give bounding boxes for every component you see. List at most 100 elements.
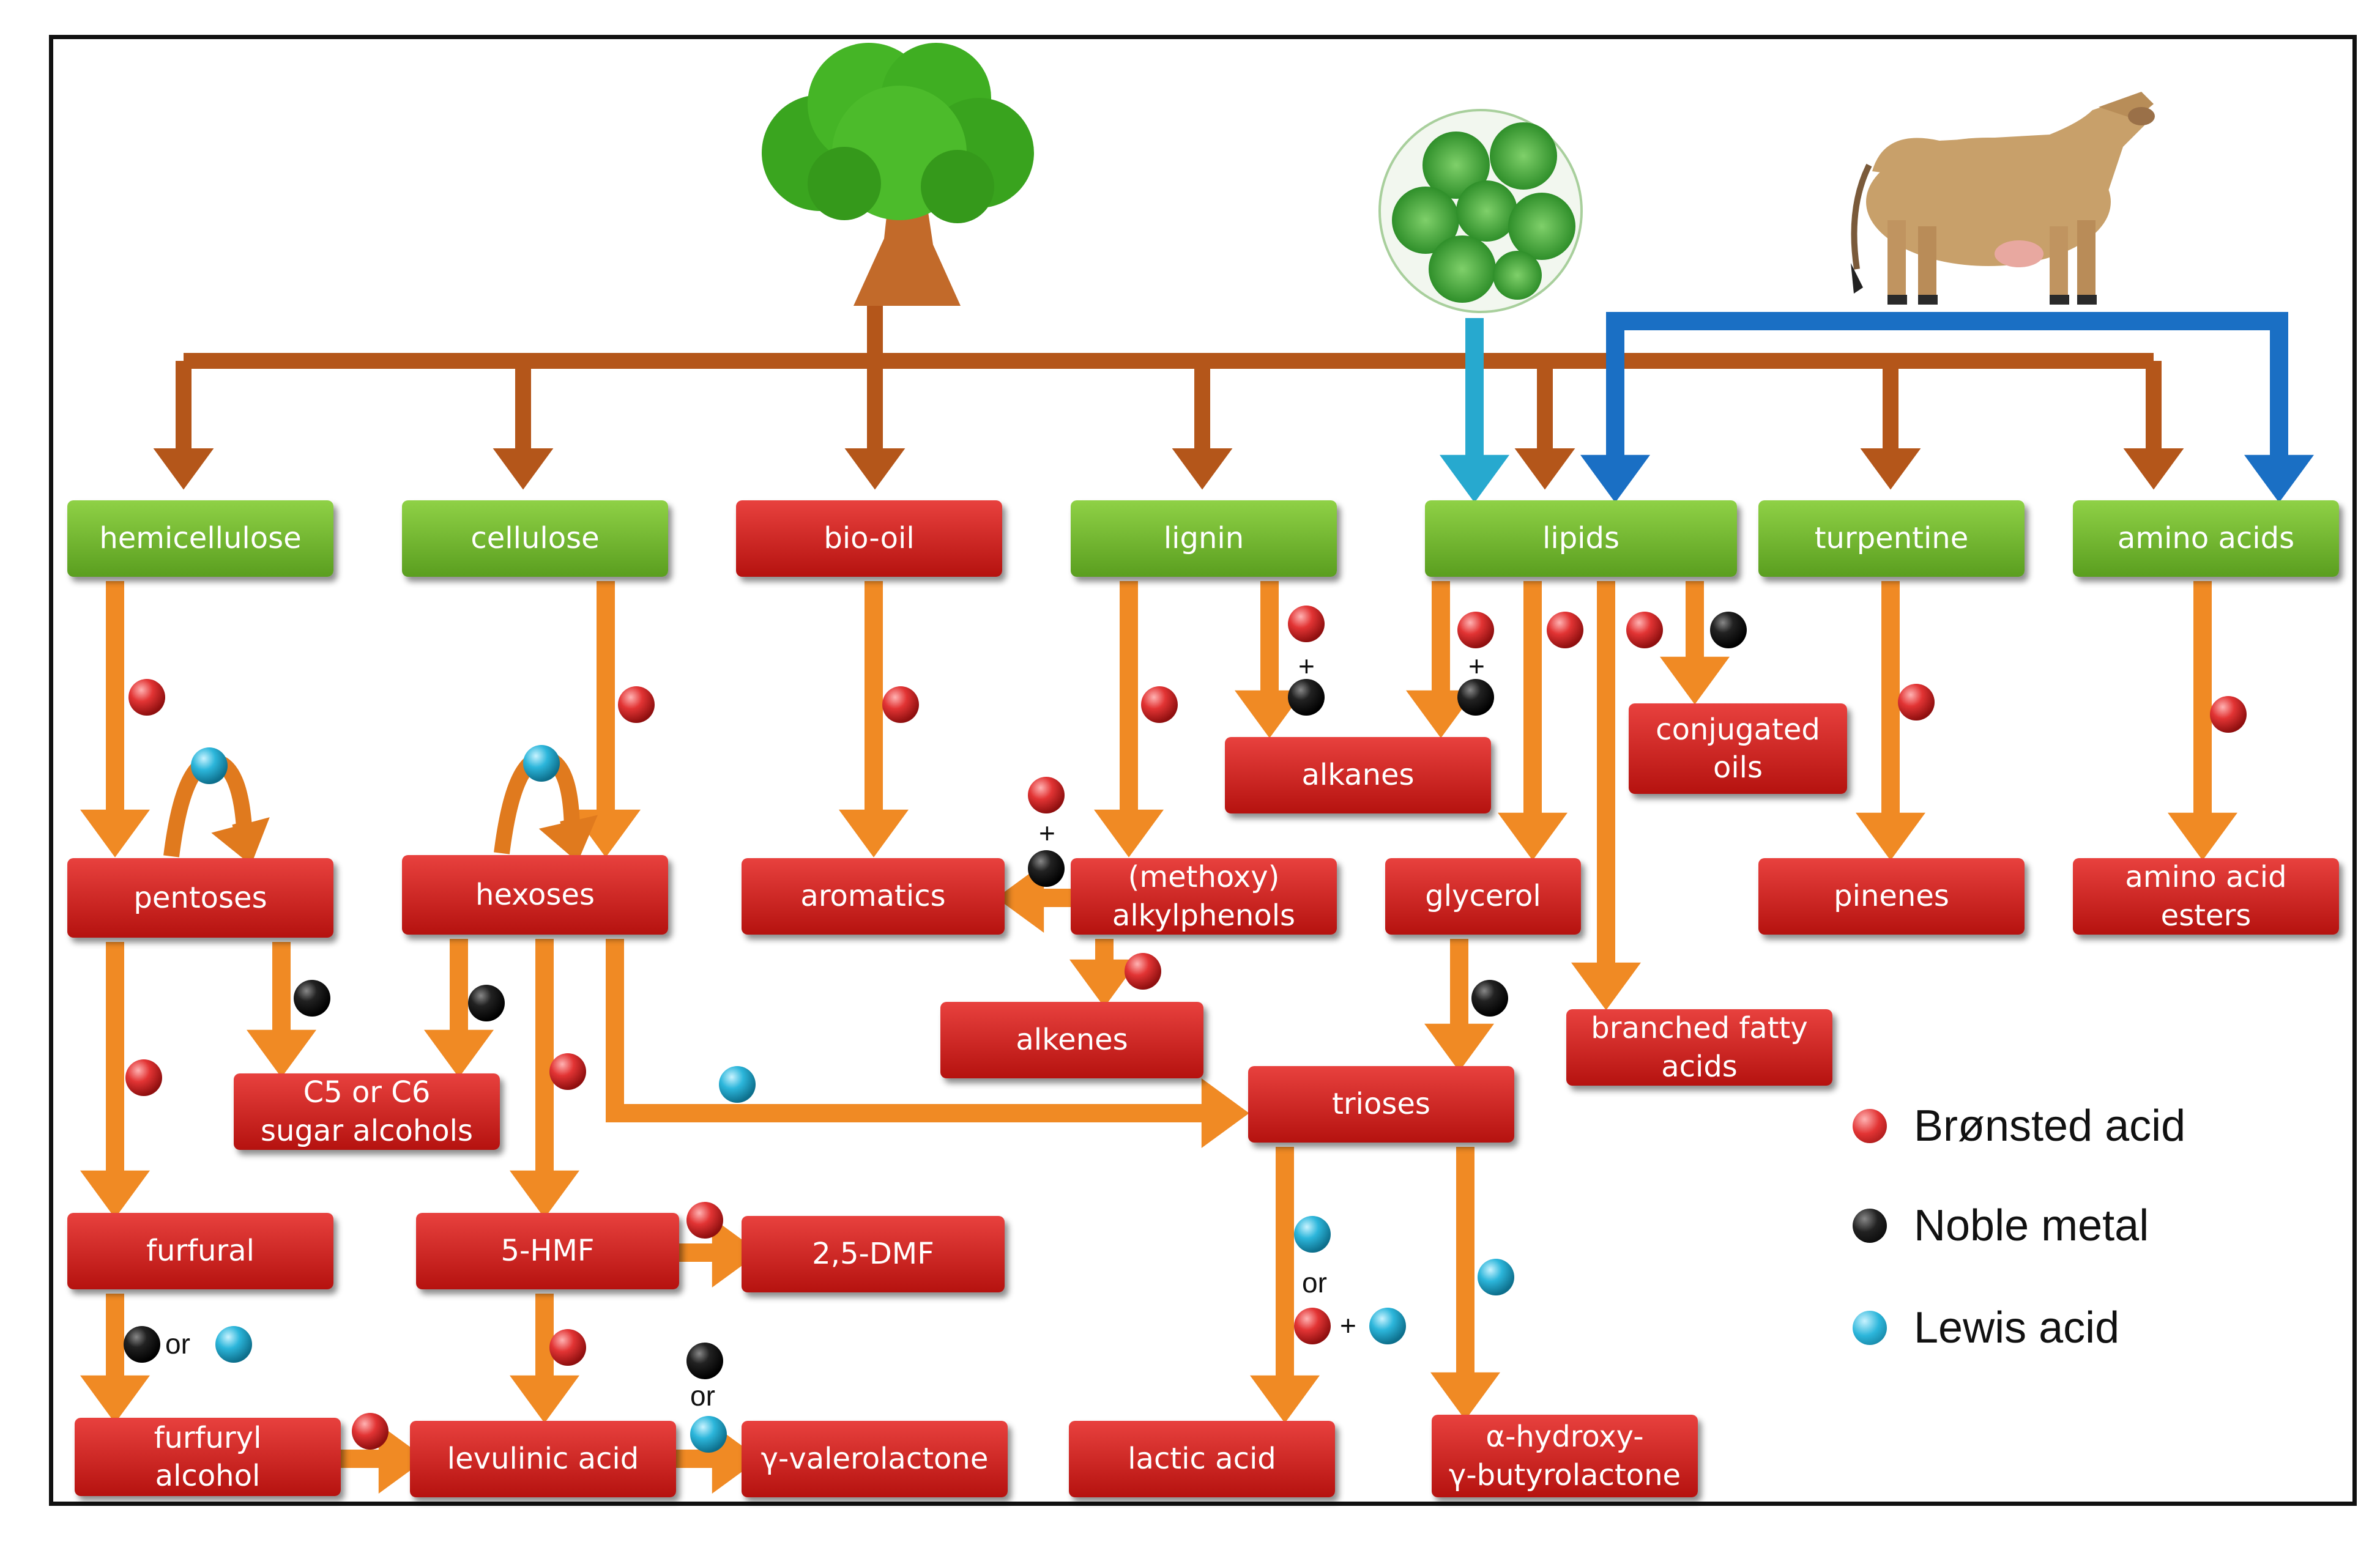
noble-dot-alkylphenols	[1028, 850, 1065, 887]
bronsted-dot-amino	[2210, 696, 2247, 733]
bronsted-dot-furfurylalcohol	[352, 1413, 389, 1450]
bronsted-dot-hemicellulose	[128, 679, 165, 716]
node-trioses: trioses	[1248, 1066, 1514, 1143]
arrow-lignin-alkanes-head	[1235, 690, 1304, 738]
connector-or-furfural: or	[165, 1328, 190, 1360]
cow-icon	[1851, 92, 2155, 305]
arrow-furfural-furfurylalcohol-head	[80, 1375, 150, 1423]
bronsted-dot-hexoses-hmf	[549, 1053, 586, 1090]
node-gamma-valerolactone: γ-valerolactone	[742, 1421, 1008, 1497]
arrow-hmf-dmf-head	[712, 1218, 760, 1288]
arrow-hexoses-trioses-head	[1201, 1078, 1249, 1148]
arrow-turpentine-pinenes-head	[1856, 812, 1925, 861]
bronsted-dot-lignin	[1141, 686, 1178, 723]
arrow-alkylphenols-aromatics-head	[996, 863, 1044, 933]
legend-noble-metal: Noble metal	[1853, 1201, 2149, 1251]
tree-icon	[762, 43, 1034, 306]
arrow-furfurylalcohol-levulinic-head	[378, 1424, 426, 1494]
node-lactic-acid: lactic acid	[1069, 1421, 1335, 1497]
node-alkanes: alkanes	[1225, 737, 1491, 813]
legend-label: Brønsted acid	[1914, 1102, 2186, 1150]
connector-plus-lactic: +	[1340, 1310, 1356, 1341]
lewis-dot-trioses-lactic-plus	[1369, 1308, 1406, 1344]
bronsted-dot-alkylphenols	[1028, 777, 1065, 813]
arrow-lignin-alkylphenols-head	[1094, 809, 1164, 858]
arrow-pentoses-furfural-head	[80, 1170, 150, 1218]
node-levulinic-acid: levulinic acid	[410, 1421, 676, 1497]
noble-dot-lignin-alkanes	[1288, 679, 1325, 716]
connector-plus-alkylphenols: +	[1039, 817, 1055, 849]
lewis-dot-furfural	[215, 1326, 252, 1363]
arrow-lipids-glycerol-head	[1498, 812, 1567, 861]
arrow-lipids-conjugated-head	[1660, 656, 1730, 705]
legend-lewis-acid: Lewis acid	[1853, 1303, 2119, 1353]
noble-dot-glycerol-trioses	[1471, 980, 1508, 1017]
arrow-trioses-hydroxybutyrolactone-head	[1430, 1372, 1500, 1420]
connector-or-valerolactone: or	[690, 1380, 715, 1412]
bronsted-dot-hmf-levulinic	[549, 1329, 586, 1366]
arrow-pentoses-sugaralcohols-head	[247, 1029, 316, 1078]
legend-bronsted-acid: Brønsted acid	[1853, 1101, 2185, 1151]
node-sugar-alcohols: C5 or C6 sugar alcohols	[234, 1073, 500, 1150]
node-hemicellulose: hemicellulose	[67, 500, 333, 577]
node-furfuryl-alcohol: furfuryl alcohol	[75, 1418, 341, 1496]
lewis-dot-hexoses-loop	[523, 745, 560, 782]
noble-dot-pentoses-sugaralcohols	[294, 980, 330, 1017]
arrow-glycerol-trioses-head	[1424, 1023, 1494, 1072]
arrow-alkylphenols-alkenes-head	[1069, 959, 1139, 1007]
lewis-dot-levulinic	[690, 1416, 727, 1453]
bronsted-dot-lipids-alkanes	[1457, 612, 1494, 648]
bronsted-dot-pentoses-furfural	[125, 1059, 162, 1096]
arrow-hexoses-hmf-head	[510, 1170, 579, 1218]
cow-arrow-lipids-head	[1580, 454, 1650, 503]
node-branched-fatty-acids: branched fatty acids	[1566, 1009, 1832, 1086]
node-pinenes: pinenes	[1758, 858, 2025, 935]
node-aromatics: aromatics	[742, 858, 1005, 935]
node-hydroxy-butyrolactone: α-hydroxy- γ-butyrolactone	[1432, 1415, 1698, 1497]
node-lignin: lignin	[1071, 500, 1337, 577]
noble-dot-hexoses-sugaralcohols	[468, 985, 505, 1021]
brown-arrow-amino-acids-head	[2123, 448, 2184, 490]
node-amino-acid-esters: amino acid esters	[2073, 858, 2339, 935]
brown-arrow-turpentine-head	[1860, 448, 1921, 490]
arrow-amino-esters-head	[2168, 812, 2237, 861]
cow-arrow-amino-head	[2244, 454, 2314, 503]
connector-plus-lignin-alkanes: +	[1298, 650, 1315, 682]
loop-hexoses-head-head	[538, 815, 598, 862]
lewis-dot-pentoses-loop	[191, 747, 228, 784]
catalyst-markers	[124, 606, 2247, 1453]
bronsted-dot-lipids-branched	[1626, 612, 1663, 648]
bronsted-dot-lignin-alkanes	[1288, 606, 1325, 642]
brown-arrow-cellulose-head	[493, 448, 554, 490]
lewis-acid-marker	[1853, 1311, 1887, 1345]
node-furfural: furfural	[67, 1213, 333, 1289]
arrow-hexoses-trioses	[606, 939, 1221, 1122]
lewis-dot-hexoses-trioses	[719, 1066, 756, 1103]
node-pentoses: pentoses	[67, 858, 333, 938]
noble-dot-levulinic	[686, 1343, 723, 1379]
noble-dot-lipids-conjugated	[1710, 612, 1747, 648]
arrow-hexoses-sugaralcohols-head	[424, 1029, 494, 1078]
bronsted-dot-trioses-lactic	[1294, 1308, 1331, 1344]
reaction-arrows	[80, 306, 2314, 1494]
bronsted-dot-hmf-dmf	[686, 1202, 723, 1239]
legend-label: Noble metal	[1914, 1201, 2149, 1250]
arrow-trioses-lactic-head	[1250, 1375, 1320, 1423]
noble-dot-lipids-alkanes	[1457, 679, 1494, 716]
noble-metal-marker	[1853, 1209, 1887, 1243]
node-5-hmf: 5-HMF	[416, 1213, 679, 1289]
node-amino-acids: amino acids	[2073, 500, 2339, 577]
noble-dot-furfural	[124, 1326, 160, 1363]
arrow-hemicellulose-pentoses-head	[80, 809, 150, 858]
node-lipids: lipids	[1425, 500, 1737, 577]
algae-icon	[1378, 109, 1583, 313]
brown-arrow-lipids-head	[1514, 448, 1575, 490]
node-2-5-dmf: 2,5-DMF	[742, 1216, 1005, 1292]
node-alkenes: alkenes	[940, 1002, 1203, 1078]
node-cellulose: cellulose	[402, 500, 668, 577]
connector-plus-lipids-alkanes: +	[1468, 650, 1485, 682]
brown-arrow-lignin-head	[1172, 448, 1233, 490]
legend-label: Lewis acid	[1914, 1303, 2120, 1352]
bronsted-dot-cellulose	[618, 686, 655, 723]
